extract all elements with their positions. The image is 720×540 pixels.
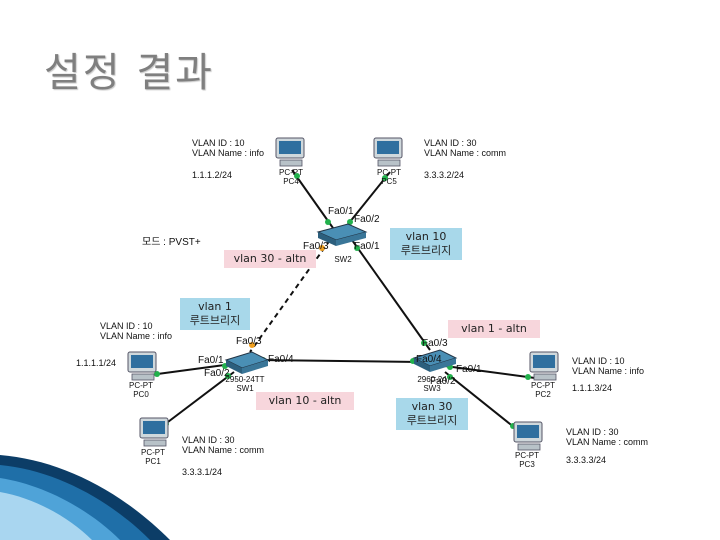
pc2-name: PC2 (535, 390, 551, 399)
link-sw2-sw3 (351, 239, 431, 351)
pc-icon-pc3[interactable] (513, 421, 543, 451)
sw2-port-fa01-top: Fa0/1 (328, 206, 354, 217)
pc2-type: PC-PT (531, 381, 555, 390)
sw3-port-fa04: Fa0/4 (416, 354, 442, 365)
pc1-label: PC-PT PC1 (138, 448, 168, 466)
sw3-name: SW3 (423, 384, 441, 393)
sw3-root-bridge-callout: vlan 30 루트브리지 (396, 398, 468, 430)
pc5-type: PC-PT (377, 168, 401, 177)
pc1-name: PC1 (145, 457, 161, 466)
pc2-vlan-id: VLAN ID : 10 (572, 356, 625, 366)
pc-icon-pc2[interactable] (529, 351, 559, 381)
switch-sw1[interactable] (224, 351, 270, 374)
pc0-vlan-name: VLAN Name : info (100, 331, 173, 341)
pc4-info: VLAN ID : 10 VLAN Name : info 1.1.1.2/24 (192, 138, 264, 180)
pc0-ip: 1.1.1.1/24 (76, 358, 117, 368)
pc1-type: PC-PT (141, 448, 165, 457)
sw2-port-left: Fa0/3 (303, 241, 329, 252)
pc4-vlan-id: VLAN ID : 10 (192, 138, 245, 148)
switch-sw2[interactable] (316, 223, 368, 246)
pc5-label: PC-PT PC5 (376, 168, 402, 186)
link-sw2-pc4 (291, 169, 334, 229)
sw1-altn-callout: vlan 10 - altn (256, 392, 354, 410)
pc-icon-pc4[interactable] (275, 137, 305, 167)
pc-icon-pc1[interactable] (139, 417, 169, 447)
pc3-label: PC-PT PC3 (512, 451, 542, 469)
pc0-type: PC-PT (129, 381, 153, 390)
pc1-info: VLAN ID : 30 VLAN Name : comm 3.3.3.1/24 (182, 435, 264, 477)
sw1-port-fa01: Fa0/1 (198, 355, 224, 366)
stp-mode-label: 모드 : PVST+ (142, 237, 201, 248)
pc3-name: PC3 (519, 460, 535, 469)
sw1-root-vlan: vlan 1 (198, 300, 232, 313)
pc3-info: VLAN ID : 30 VLAN Name : comm 3.3.3.3/24 (566, 427, 648, 465)
pc5-vlan-name: VLAN Name : comm (424, 148, 507, 158)
pc5-name: PC5 (381, 177, 397, 186)
sw1-port-fa02: Fa0/2 (204, 368, 230, 379)
pc1-ip: 3.3.3.1/24 (182, 467, 223, 477)
sw3-port-fa03: Fa0/3 (422, 338, 448, 349)
pc2-ip: 1.1.1.3/24 (572, 383, 613, 393)
sw3-port-fa01: Fa0/1 (456, 364, 482, 375)
sw3-root-text: 루트브리지 (406, 414, 458, 427)
pc1-vlan-id: VLAN ID : 30 (182, 435, 235, 445)
sw3-label: 2960-24 SW3 (410, 375, 454, 393)
sw3-altn-callout: vlan 1 - altn (448, 320, 540, 338)
pc3-vlan-id: VLAN ID : 30 (566, 427, 619, 437)
pc4-vlan-name: VLAN Name : info (192, 148, 265, 158)
pc4-ip: 1.1.1.2/24 (192, 170, 233, 180)
link-sw1-sw3 (257, 359, 421, 363)
pc5-ip: 3.3.3.2/24 (424, 170, 465, 180)
page-title: 설정 결과 (44, 50, 214, 96)
link-sw1-pc0 (149, 363, 233, 376)
sw3-root-vlan: vlan 30 (411, 400, 453, 413)
sw1-label: 2950-24TT SW1 (220, 375, 270, 393)
pc5-info: VLAN ID : 30 VLAN Name : comm 3.3.3.2/24 (424, 138, 506, 180)
sw2-label: SW2 (328, 255, 358, 264)
pc5-vlan-id: VLAN ID : 30 (424, 138, 477, 148)
pc-icon-pc5[interactable] (373, 137, 403, 167)
sw1-root-text: 루트브리지 (189, 314, 241, 327)
pc2-info: VLAN ID : 10 VLAN Name : info 1.1.1.3/24 (572, 356, 644, 393)
pc2-vlan-name: VLAN Name : info (572, 366, 645, 376)
sw2-port-right: Fa0/1 (354, 241, 380, 252)
pc0-name: PC0 (133, 390, 149, 399)
sw3-type: 2960-24 (417, 375, 447, 384)
sw1-port-fa04: Fa0/4 (268, 354, 294, 365)
pc-icon-pc0[interactable] (127, 351, 157, 381)
pc0-vlan-id: VLAN ID : 10 (100, 321, 153, 331)
pc1-vlan-name: VLAN Name : comm (182, 445, 265, 455)
sw2-root-vlan: vlan 10 (405, 230, 447, 243)
blocked-port-dots (249, 245, 325, 348)
sw1-port-fa03: Fa0/3 (236, 336, 262, 347)
pc0-label: PC-PT PC0 (126, 381, 156, 399)
link-sw2-pc5 (344, 171, 391, 229)
sw2-port-fa02: Fa0/2 (354, 214, 380, 225)
link-sw2-sw1 (249, 239, 331, 353)
pc4-name: PC4 (283, 177, 299, 186)
decorative-wave (0, 455, 170, 540)
sw2-altn-callout: vlan 30 - altn (224, 250, 316, 268)
link-status-dots (154, 173, 531, 429)
sw2-root-bridge-callout: vlan 10 루트브리지 (390, 228, 462, 260)
switch-sw3[interactable] (412, 349, 458, 372)
link-sw3-pc2 (444, 365, 536, 379)
sw3-port-fa02: Fa0/2 (430, 376, 456, 387)
link-sw3-pc3 (444, 371, 521, 433)
pc3-type: PC-PT (515, 451, 539, 460)
sw1-name: SW1 (236, 384, 254, 393)
pc4-type: PC-PT (279, 168, 303, 177)
link-sw1-pc1 (159, 371, 235, 429)
pc3-ip: 3.3.3.3/24 (566, 455, 607, 465)
sw1-root-bridge-callout: vlan 1 루트브리지 (180, 298, 250, 330)
sw1-type: 2950-24TT (225, 375, 265, 384)
sw2-name: SW2 (334, 255, 352, 264)
sw2-root-text: 루트브리지 (400, 244, 452, 257)
pc0-info: VLAN ID : 10 VLAN Name : info (100, 321, 172, 341)
pc4-label: PC-PT PC4 (278, 168, 304, 186)
pc3-vlan-name: VLAN Name : comm (566, 437, 649, 447)
pc2-label: PC-PT PC2 (528, 381, 558, 399)
